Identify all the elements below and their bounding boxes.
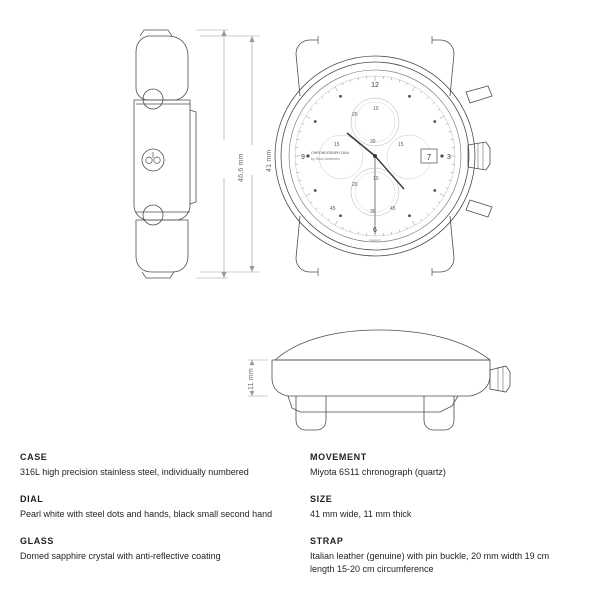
spec-dial: DIAL Pearl white with steel dots and han… <box>20 494 290 521</box>
spec-column-right: MOVEMENT Miyota 6S11 chronograph (quartz… <box>310 452 580 591</box>
spec-movement-title: MOVEMENT <box>310 452 367 462</box>
dial-brand-line1: CHRONOGRAPH 1844 <box>311 151 349 155</box>
dimension-label-11mm: 11 mm <box>248 368 255 390</box>
side-profile-view <box>133 29 197 279</box>
minute-track <box>295 76 455 236</box>
spec-size-title: SIZE <box>310 494 333 504</box>
watch-dial: 12 3 6 9 20 10 30 20 10 30 <box>295 76 455 243</box>
spec-dial-text: Pearl white with steel dots and hands, b… <box>20 509 273 519</box>
subdial-bottom-label-10: 10 <box>373 176 379 182</box>
subdial-left-label-45: 45 <box>330 206 336 212</box>
specifications: CASE 316L high precision stainless steel… <box>0 452 600 600</box>
spec-size: SIZE 41 mm wide, 11 mm thick <box>310 494 580 521</box>
spec-case-title: CASE <box>20 452 48 462</box>
subdial-left <box>318 134 364 180</box>
dial-dot-left <box>306 154 310 158</box>
subdial-right-label-45: 45 <box>390 206 396 212</box>
spec-case-text: 316L high precision stainless steel, ind… <box>20 467 249 477</box>
spec-dial-title: DIAL <box>20 494 44 504</box>
subdial-left-label-15: 15 <box>334 142 340 148</box>
dimension-46-6mm <box>196 29 228 279</box>
spec-size-text: 41 mm wide, 11 mm thick <box>310 509 412 519</box>
watch-technical-illustration: 12 3 6 9 20 10 30 20 10 30 <box>133 29 511 431</box>
date-window: 7 <box>420 148 438 164</box>
numeral-12: 12 <box>371 82 379 89</box>
spec-movement: MOVEMENT Miyota 6S11 chronograph (quartz… <box>310 452 580 479</box>
spec-glass: GLASS Domed sapphire crystal with anti-r… <box>20 536 290 563</box>
numeral-3: 3 <box>447 154 451 161</box>
subdial-top <box>350 97 400 147</box>
spec-strap-title: STRAP <box>310 536 344 546</box>
dimension-11mm <box>248 359 268 397</box>
subdial-bottom-label-20: 20 <box>352 182 358 188</box>
spec-strap-text: Italian leather (genuine) with pin buckl… <box>310 551 550 574</box>
spec-strap: STRAP Italian leather (genuine) with pin… <box>310 536 580 576</box>
numeral-9: 9 <box>301 154 305 161</box>
front-view <box>274 36 493 276</box>
date-value: 7 <box>427 153 432 162</box>
technical-drawing: 12 3 6 9 20 10 30 20 10 30 <box>133 29 511 431</box>
spec-glass-title: GLASS <box>20 536 55 546</box>
subdial-bottom-label-30: 30 <box>370 209 376 215</box>
dial-dot-right <box>440 154 444 158</box>
subdial-top-label-30: 30 <box>370 139 376 145</box>
spec-glass-text: Domed sapphire crystal with anti-reflect… <box>20 551 221 561</box>
watch-hands <box>346 132 405 234</box>
spec-column-left: CASE 316L high precision stainless steel… <box>20 452 290 578</box>
spec-movement-text: Miyota 6S11 chronograph (quartz) <box>310 467 446 477</box>
subdial-top-label-20: 20 <box>352 112 358 118</box>
subdial-right-label-15: 15 <box>398 142 404 148</box>
dimension-label-46-6mm: 46,6 mm <box>238 153 245 182</box>
dial-swiss-text: SWISS <box>369 239 381 243</box>
dimension-41mm <box>200 35 260 273</box>
thickness-view <box>271 329 511 431</box>
dimension-label-41mm: 41 mm <box>266 149 273 172</box>
dial-brand-line2: by Skov Andersen <box>311 157 340 161</box>
spec-case: CASE 316L high precision stainless steel… <box>20 452 290 479</box>
subdial-top-label-10: 10 <box>373 106 379 112</box>
